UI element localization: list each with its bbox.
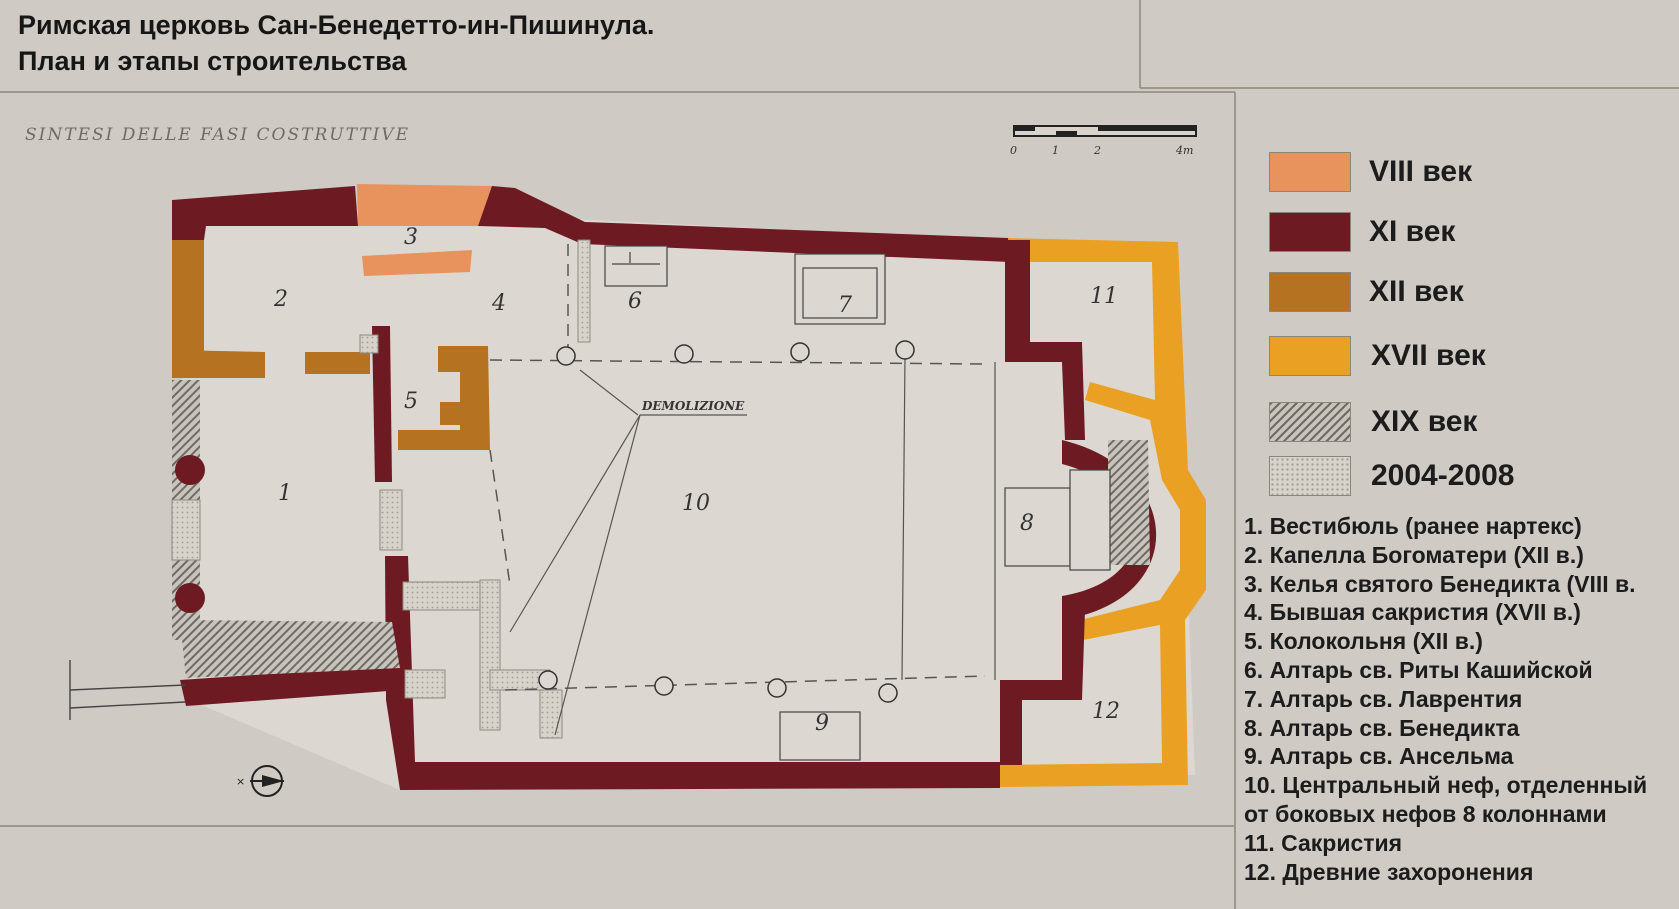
nave-lines (509, 354, 996, 736)
room-number: 8 (1020, 511, 1034, 536)
plan-heading: SINTESI DELLE FASI COSTRUTTIVE (25, 125, 410, 145)
church-interior (178, 200, 1195, 790)
key-item: 8. Алтарь св. Бенедикта (1244, 714, 1520, 741)
scale-label: 0 (1010, 144, 1017, 157)
key-item: 4. Бывшая сакристия (XVII в.) (1244, 599, 1581, 626)
walls-2004-2008 (171, 239, 591, 739)
legend-swatch-xvii (1269, 336, 1351, 376)
room-numbers: 1 2 3 4 5 6 7 8 9 10 11 12 (273, 225, 1120, 736)
key-item: от боковых нефов 8 колоннами (1244, 800, 1607, 827)
key-item: 5. Колокольня (XII в.) (1244, 628, 1483, 655)
key-item: 3. Келья святого Бенедикта (VIII в. (1244, 570, 1636, 597)
key-item: 10. Центральный неф, отделенный (1244, 772, 1648, 799)
legend-label: XVII век (1371, 339, 1486, 372)
room-number: 5 (404, 389, 418, 414)
altars (604, 245, 1111, 761)
legend-label: XII век (1369, 275, 1464, 308)
title-line-1: Римская церковь Сан-Бенедетто-ин-Пишинул… (18, 10, 655, 40)
key-item: 7. Алтарь св. Лаврентия (1244, 685, 1523, 712)
demolition-label: DEMOLIZIONE (641, 399, 745, 413)
title-line-2: План и этапы строительства (18, 46, 407, 76)
north-arrow-icon: × (236, 765, 284, 797)
room-number: 9 (815, 711, 829, 736)
legend-swatch-xi (1269, 212, 1351, 252)
scale-bar: 0 1 2 4m (1010, 125, 1197, 157)
walls-xvii (1000, 238, 1206, 787)
room-number: 11 (1090, 284, 1118, 309)
room-number: 2 (273, 287, 288, 312)
legend-label: 2004-2008 (1371, 459, 1515, 492)
room-number: 12 (1092, 699, 1120, 724)
room-number: 4 (491, 291, 506, 316)
legend-label: XI век (1369, 215, 1456, 248)
room-number: 10 (682, 491, 710, 516)
room-number: 6 (628, 289, 642, 314)
legend-label: XIX век (1371, 405, 1478, 438)
room-number: 3 (404, 225, 418, 250)
key-item: 9. Алтарь св. Ансельма (1244, 743, 1514, 770)
legend-swatch-xix (1269, 402, 1351, 442)
nave-columns (538, 340, 915, 703)
legend-swatch-2004-2008 (1269, 456, 1351, 496)
walls-xii (172, 228, 490, 450)
room-key-list: 1. Вестибюль (ранее нартекс) 2. Капелла … (1244, 512, 1674, 886)
key-item: 1. Вестибюль (ранее нартекс) (1244, 513, 1582, 539)
scale-label: 2 (1093, 144, 1101, 157)
svg-text:×: × (236, 775, 245, 788)
legend-label: VIII век (1369, 155, 1473, 188)
key-item: 12. Древние захоронения (1244, 858, 1534, 885)
pilasters (175, 455, 205, 613)
walls-viii (357, 184, 492, 276)
legend-swatch-viii (1269, 152, 1351, 192)
key-item: 11. Сакристия (1244, 829, 1403, 856)
legend-swatch-xii (1269, 272, 1351, 312)
key-item: 6. Алтарь св. Риты Кашийской (1244, 656, 1593, 683)
approach-lines (69, 660, 186, 720)
room-number: 1 (278, 481, 292, 506)
scale-label: 1 (1052, 144, 1059, 157)
key-item: 2. Капелла Богоматери (XII в.) (1244, 541, 1584, 568)
scale-label: 4m (1175, 144, 1193, 157)
room-number: 7 (838, 293, 852, 318)
